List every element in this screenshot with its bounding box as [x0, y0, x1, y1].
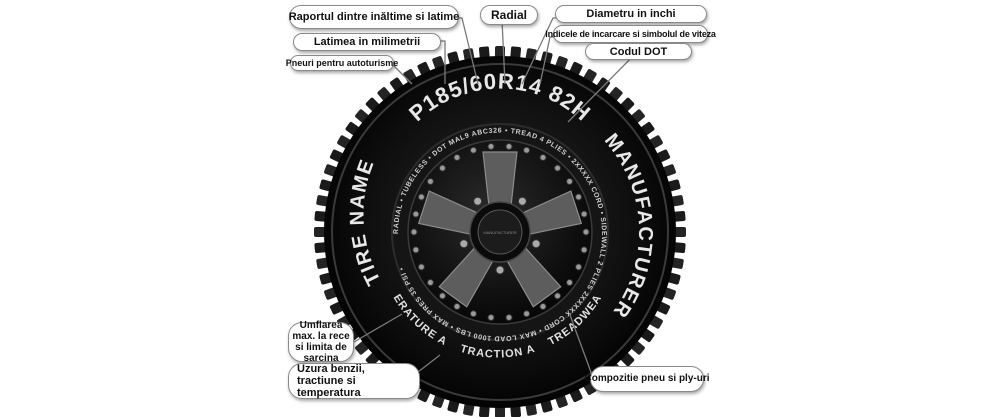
rim-bolt — [469, 310, 477, 318]
rim-bolt — [469, 146, 477, 154]
callout-treadwear: Uzura benzii, tractiune si temperatura — [288, 363, 420, 399]
rim-bolt — [426, 279, 434, 287]
rim-bolt — [487, 314, 495, 322]
rim-bolt — [426, 177, 434, 185]
rim-bolt — [580, 246, 588, 254]
wheel-spokes — [417, 151, 583, 308]
rim-bolt — [438, 292, 446, 300]
hub-center — [477, 209, 523, 255]
traction-text: TRACTION A — [459, 343, 537, 361]
callout-dot-code: Codul DOT — [585, 43, 692, 60]
rim-bolt — [582, 228, 590, 236]
leader-radial — [501, 19, 506, 85]
rim-bolt-ring — [410, 142, 590, 322]
rim-bolt — [575, 193, 583, 201]
rim-bolt — [453, 154, 461, 162]
leader-composition — [569, 314, 593, 376]
rim-bolt — [417, 193, 425, 201]
callout-width: Latimea in milimetrii — [293, 33, 441, 51]
rim-bolt — [410, 228, 418, 236]
callout-max-inflation: Umflarea max. la rece si limita de sarci… — [288, 320, 354, 364]
rim-bolt — [566, 177, 574, 185]
lug-nut — [531, 239, 541, 249]
callout-aspect-ratio: Raportul dintre inăltime si latime — [289, 5, 459, 29]
rim-bolt — [417, 263, 425, 271]
rim-bolt — [487, 142, 495, 150]
rim-bolt — [505, 142, 513, 150]
rim-bolt — [566, 279, 574, 287]
callout-composition: Compozitie pneu si ply-uri — [585, 366, 710, 392]
rim-bolt — [453, 302, 461, 310]
callout-passenger: Pneuri pentru autoturisme — [286, 55, 398, 71]
rim-bolt — [412, 210, 420, 218]
rim-bolt — [523, 310, 531, 318]
hub-logo-text: MANUFACTURER — [483, 230, 516, 235]
rim-bolt — [554, 292, 562, 300]
leader-dot-code — [567, 48, 641, 123]
leader-passenger — [390, 62, 413, 85]
rim-bolt — [523, 146, 531, 154]
callout-load-speed: Indicele de incarcare si simbolul de vit… — [545, 25, 716, 43]
leader-max-inflation — [353, 313, 403, 343]
rim-bolt — [554, 164, 562, 172]
tire-shoulder-line — [331, 63, 669, 401]
rim-bolt — [505, 314, 513, 322]
rim-bolt — [539, 154, 547, 162]
rim-bolt — [539, 302, 547, 310]
leader-treadwear — [417, 354, 441, 373]
lug-nut — [459, 239, 469, 249]
lug-nut — [517, 196, 527, 206]
rim-bolt — [575, 263, 583, 271]
rim-bolt — [438, 164, 446, 172]
rim-bolt — [412, 246, 420, 254]
callout-radial: Radial — [480, 5, 538, 25]
wheel-spoke — [482, 151, 518, 207]
lug-nut — [495, 265, 505, 275]
lug-nut — [473, 196, 483, 206]
rim-bolt — [580, 210, 588, 218]
callout-rim-diameter: Diametru in inchi — [555, 5, 707, 23]
